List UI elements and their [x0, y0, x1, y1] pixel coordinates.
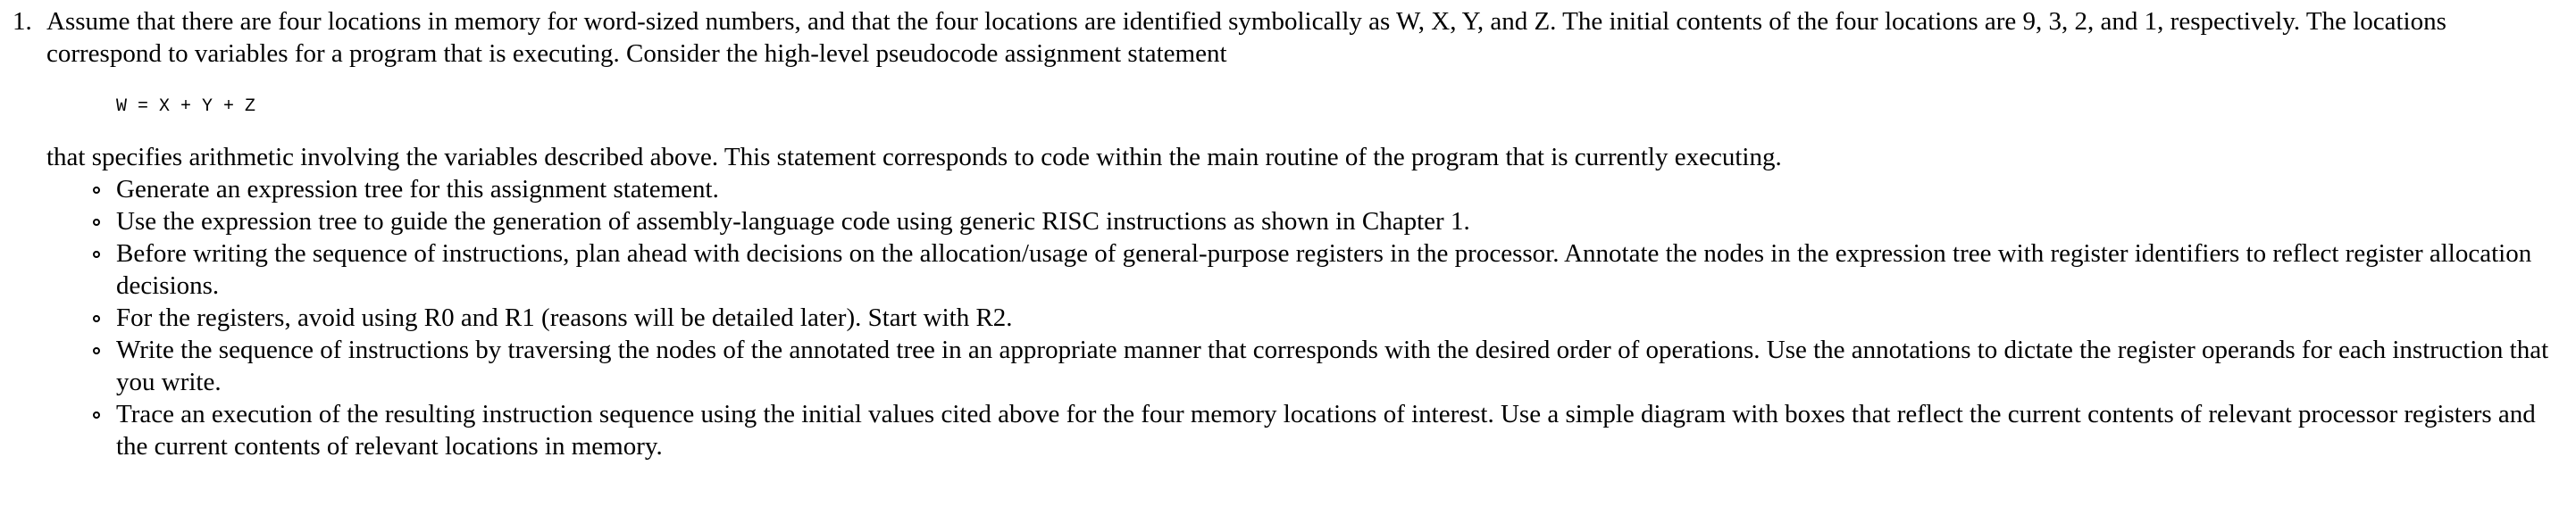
task-item-register-constraints: For the registers, avoid using R0 and R1… [46, 302, 2565, 334]
task-item-instruction-sequence: Write the sequence of instructions by tr… [46, 334, 2565, 398]
pseudocode-statement: W = X + Y + Z [116, 96, 256, 117]
question-1: 1. Assume that there are four locations … [0, 5, 2576, 462]
task-item-assembly-code: Use the expression tree to guide the gen… [46, 205, 2565, 237]
question-body: Assume that there are four locations in … [46, 5, 2565, 462]
task-item-expression-tree: Generate an expression tree for this ass… [46, 173, 2565, 205]
hollow-bullet-icon [93, 347, 100, 354]
task-list: Generate an expression tree for this ass… [46, 173, 2565, 462]
question-intro-paragraph: Assume that there are four locations in … [46, 7, 2446, 68]
question-number: 1. [13, 7, 32, 36]
hollow-bullet-icon [93, 251, 100, 258]
task-text: Use the expression tree to guide the gen… [116, 207, 1470, 236]
task-text: Generate an expression tree for this ass… [116, 175, 719, 204]
hollow-bullet-icon [93, 219, 100, 226]
task-text: Write the sequence of instructions by tr… [116, 336, 2549, 396]
task-item-execution-trace: Trace an execution of the resulting inst… [46, 398, 2565, 462]
task-text: Before writing the sequence of instructi… [116, 239, 2532, 300]
task-text: For the registers, avoid using R0 and R1… [116, 303, 1013, 332]
task-item-register-allocation: Before writing the sequence of instructi… [46, 237, 2565, 302]
question-followup-paragraph: that specifies arithmetic involving the … [46, 143, 1782, 171]
hollow-bullet-icon [93, 187, 100, 194]
hollow-bullet-icon [93, 411, 100, 419]
hollow-bullet-icon [93, 315, 100, 322]
task-text: Trace an execution of the resulting inst… [116, 400, 2536, 461]
